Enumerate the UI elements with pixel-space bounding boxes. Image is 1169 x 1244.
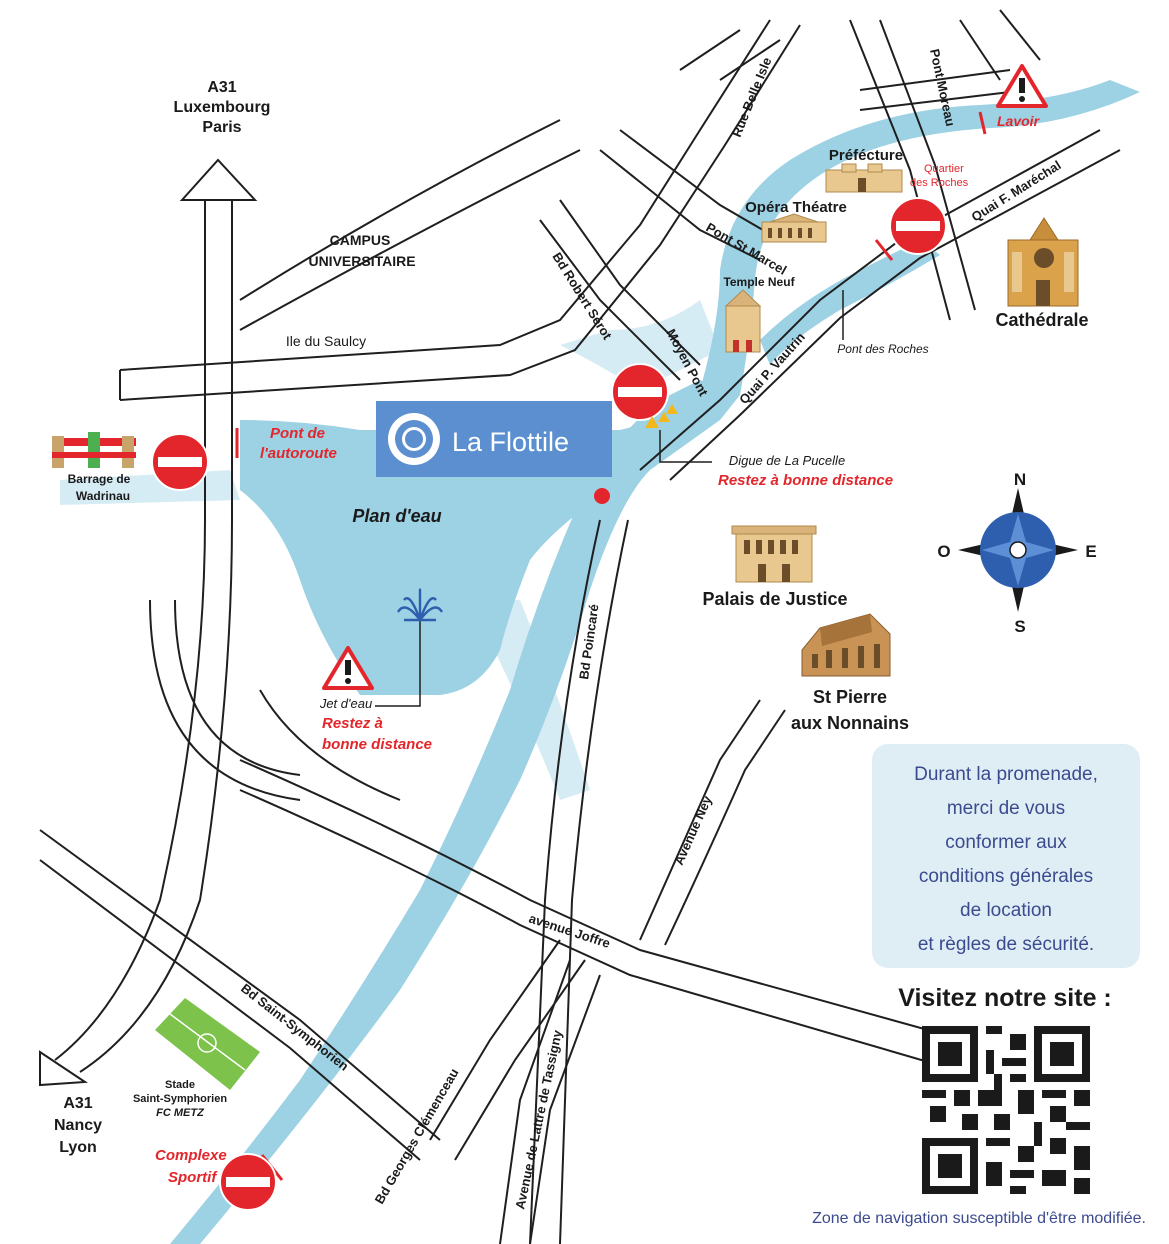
label-temple: Temple Neuf bbox=[723, 275, 795, 289]
label-a31-south-2: Nancy bbox=[54, 1117, 102, 1134]
label-a31-north-2: Luxembourg bbox=[174, 99, 271, 116]
compass-e: E bbox=[1085, 542, 1096, 561]
compass-o: O bbox=[937, 542, 950, 561]
street-avenue-ney: Avenue Ney bbox=[671, 793, 715, 867]
no-entry-icon bbox=[889, 197, 947, 255]
label-pont-autoroute-1: Pont de bbox=[270, 425, 325, 442]
label-complexe-1: Complexe bbox=[155, 1147, 227, 1164]
info-line: conformer aux bbox=[945, 832, 1067, 853]
label-jet-warning-2: bonne distance bbox=[322, 736, 432, 753]
label-st-pierre-2: aux Nonnains bbox=[791, 713, 909, 733]
start-point-marker bbox=[594, 488, 610, 504]
fountain-icon bbox=[396, 588, 444, 622]
label-lavoir: Lavoir bbox=[997, 113, 1041, 129]
label-a31-north-3: Paris bbox=[202, 119, 241, 136]
label-stade-1: Stade bbox=[165, 1079, 195, 1091]
road-network bbox=[39, 9, 1121, 1244]
info-line: de location bbox=[960, 900, 1052, 921]
no-entry-icon bbox=[219, 1153, 277, 1211]
label-barrage-1: Barrage de bbox=[68, 472, 131, 486]
label-quartier-2: des Roches bbox=[910, 177, 969, 189]
label-cathedrale: Cathédrale bbox=[995, 310, 1088, 330]
info-line: merci de vous bbox=[946, 798, 1066, 819]
street-bd-st-symphorien: Bd Saint-Symphorien bbox=[238, 981, 351, 1074]
label-palais: Palais de Justice bbox=[702, 589, 847, 609]
warning-icon bbox=[996, 64, 1048, 108]
info-box: Durant la promenade, merci de vous confo… bbox=[872, 744, 1140, 968]
barrage-structure bbox=[52, 432, 136, 468]
no-entry-icon bbox=[151, 433, 209, 491]
label-jet-warning-1: Restez à bbox=[322, 715, 383, 732]
cathedrale-building bbox=[1007, 217, 1079, 307]
visit-title: Visitez notre site : bbox=[898, 984, 1112, 1012]
label-a31-south-3: Lyon bbox=[59, 1139, 97, 1156]
opera-building bbox=[761, 213, 827, 243]
label-prefecture: Préfécture bbox=[829, 147, 903, 164]
compass-icon: N S E O bbox=[937, 470, 1096, 636]
label-ile-saulcy: Ile du Saulcy bbox=[286, 333, 366, 349]
st-pierre-building bbox=[801, 613, 891, 677]
label-complexe-2: Sportif bbox=[168, 1169, 218, 1186]
info-line: Durant la promenade, bbox=[914, 764, 1098, 785]
leader-lines bbox=[375, 290, 844, 707]
no-entry-icon bbox=[611, 363, 669, 421]
label-opera: Opéra Théatre bbox=[745, 199, 847, 216]
label-barrage-2: Wadrinau bbox=[76, 489, 130, 503]
street-bd-clemenceau: Bd Georges Clémenceau bbox=[372, 1066, 462, 1207]
label-a31-south-1: A31 bbox=[63, 1095, 92, 1112]
lifebuoy-icon bbox=[388, 413, 440, 465]
compass-s: S bbox=[1014, 617, 1025, 636]
label-pont-roches: Pont des Roches bbox=[837, 342, 928, 356]
street-rue-belle-isle: Rue Belle Isle bbox=[729, 55, 775, 139]
label-st-pierre-1: St Pierre bbox=[813, 687, 887, 707]
info-line: conditions générales bbox=[918, 866, 1094, 887]
compass-n: N bbox=[1014, 470, 1026, 489]
stadium-field bbox=[155, 998, 260, 1090]
label-jet-eau: Jet d'eau bbox=[319, 696, 372, 711]
label-stade-3: FC METZ bbox=[156, 1107, 205, 1119]
label-plan-eau: Plan d'eau bbox=[352, 506, 441, 526]
street-quai-marechal: Quai F. Maréchal bbox=[969, 157, 1064, 224]
label-a31-north-1: A31 bbox=[207, 79, 236, 96]
label-campus-2: UNIVERSITAIRE bbox=[308, 253, 415, 269]
label-campus-1: CAMPUS bbox=[330, 232, 391, 248]
buoy-icon bbox=[645, 404, 678, 428]
qr-code-icon[interactable] bbox=[920, 1026, 1092, 1194]
info-line: et règles de sécurité. bbox=[917, 934, 1095, 955]
prefecture-building bbox=[825, 163, 903, 193]
label-stade-2: Saint-Symphorien bbox=[133, 1093, 227, 1105]
label-pont-autoroute-2: l'autoroute bbox=[260, 445, 337, 462]
label-digue-warning: Restez à bonne distance bbox=[718, 472, 893, 489]
label-digue: Digue de La Pucelle bbox=[729, 453, 845, 468]
label-quartier-1: Quartier bbox=[924, 163, 964, 175]
temple-neuf-building bbox=[724, 289, 762, 353]
palais-justice-building bbox=[731, 525, 817, 583]
warning-icon bbox=[322, 646, 374, 690]
brand-name: La Flottile bbox=[452, 427, 569, 457]
brand-logo: La Flottile bbox=[376, 401, 612, 477]
disclaimer: Zone de navigation susceptible d'être mo… bbox=[812, 1210, 1146, 1227]
